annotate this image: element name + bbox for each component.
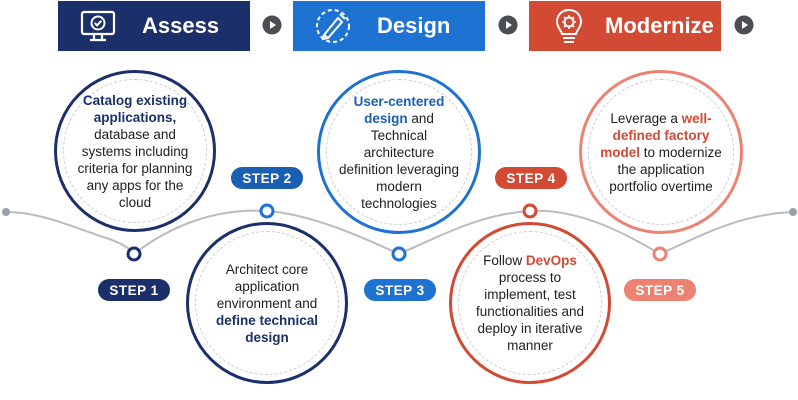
step-3-circle: User-centered design and Technical archi… <box>317 70 481 234</box>
step-5-text-bold: well-defined factory model <box>600 110 712 160</box>
play-arrow-icon <box>498 15 518 35</box>
step-1-text: Catalog existing applications, database … <box>76 92 194 211</box>
step-1-label: STEP 1 <box>98 279 170 301</box>
step-2-text-bold: define technical design <box>215 312 319 345</box>
wave-end-dot <box>789 208 797 216</box>
step-4-text: Follow DevOps process to implement, test… <box>475 252 585 354</box>
step-3-label: STEP 3 <box>364 279 436 301</box>
phase-design-label: Design <box>377 13 451 38</box>
wave-start-dot <box>2 208 10 216</box>
step-4-text-bold: DevOps <box>525 253 577 268</box>
step-4-node <box>522 203 538 219</box>
step-1-text-bold: Catalog existing applications, <box>82 92 188 125</box>
step-2-text-plain: Architect core application environment a… <box>216 261 318 311</box>
play-arrow-icon <box>262 15 282 35</box>
phase-design: Design <box>293 1 485 51</box>
step-4-text-plain-a: Follow <box>483 253 526 268</box>
step-5-circle: Leverage a well-defined factory model to… <box>579 70 743 234</box>
step-3-text-bold: User-centered design <box>353 93 445 126</box>
step-2-circle: Architect core application environment a… <box>186 222 348 384</box>
step-4-circle: Follow DevOps process to implement, test… <box>449 222 611 384</box>
monitor-check-icon <box>80 10 116 42</box>
step-5-text-plain-a: Leverage a <box>610 110 682 126</box>
phase-modernize: Modernize <box>529 1 721 51</box>
lightbulb-gear-icon <box>555 8 583 43</box>
step-5-label: STEP 5 <box>624 279 696 301</box>
step-5-text: Leverage a well-defined factory model to… <box>600 110 722 195</box>
step-3-text: User-centered design and Technical archi… <box>337 93 461 212</box>
phase-modernize-label: Modernize <box>605 13 714 38</box>
step-5-text-plain-b: to modernize the application portfolio o… <box>609 144 722 194</box>
play-arrow-icon <box>734 15 754 35</box>
step-1-circle: Catalog existing applications, database … <box>54 70 216 232</box>
step-1-text-plain: database and systems including criteria … <box>77 126 193 210</box>
step-1-node <box>126 246 142 262</box>
step-2-text: Architect core application environment a… <box>207 261 327 346</box>
step-4-label: STEP 4 <box>495 167 567 189</box>
step-2-node <box>259 203 275 219</box>
step-3-text-plain: and Technical architecture definition le… <box>338 110 460 211</box>
step-3-node <box>391 246 407 262</box>
phase-assess-label: Assess <box>142 13 220 38</box>
phase-assess: Assess <box>58 1 250 51</box>
step-4-text-plain-b: process to implement, test functionaliti… <box>475 270 585 353</box>
step-2-label: STEP 2 <box>231 167 303 189</box>
pen-tool-icon <box>316 9 350 43</box>
step-5-node <box>652 246 668 262</box>
